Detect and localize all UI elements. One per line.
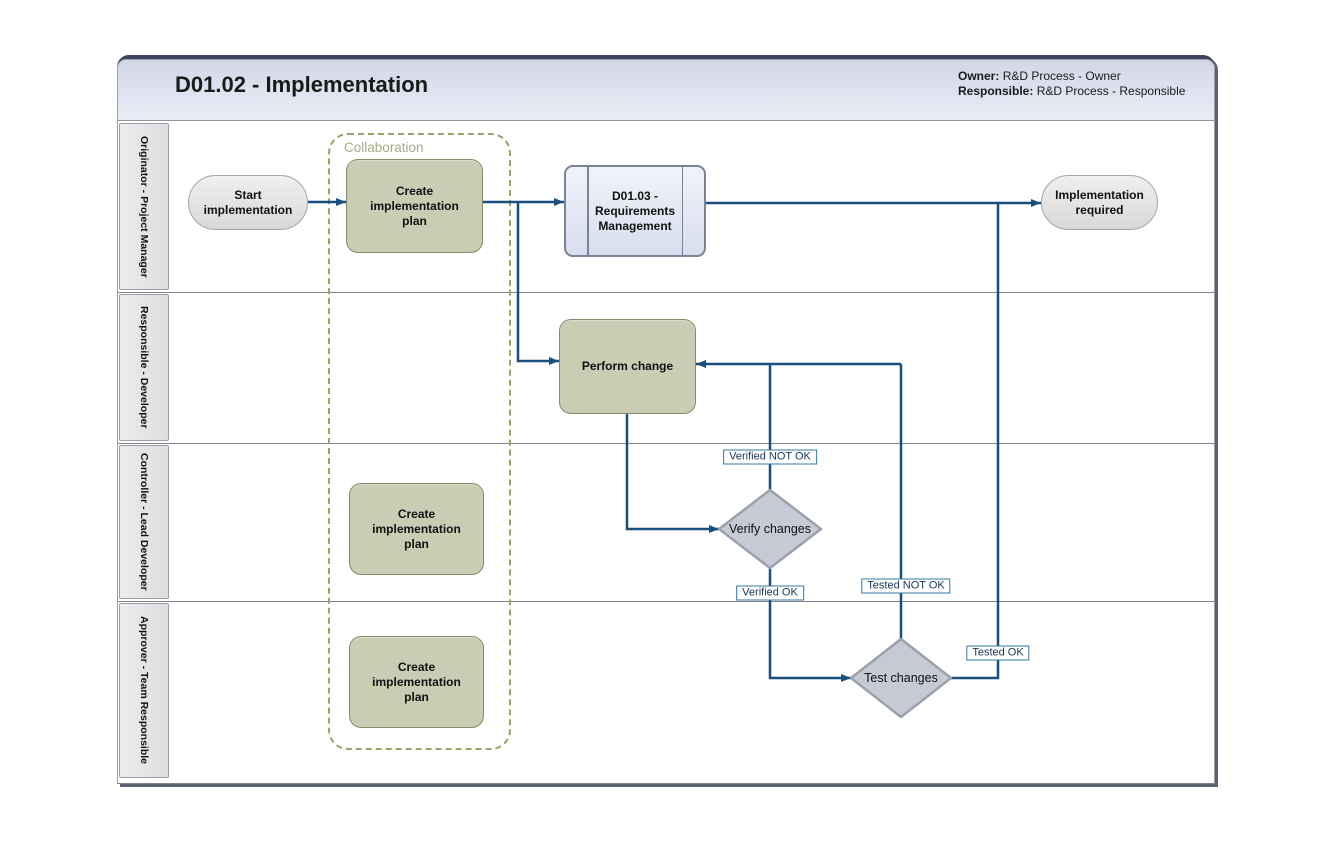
edge-label-verified-ok: Verified OK bbox=[736, 585, 804, 601]
diagram-card: D01.02 - Implementation Owner: R&D Proce… bbox=[117, 55, 1215, 784]
edge-label-tested-ok: Tested OK bbox=[966, 645, 1030, 661]
start-event-label: Start implementation bbox=[203, 187, 293, 217]
task-perform-change-label: Perform change bbox=[581, 359, 674, 373]
gateway-verify-changes[interactable] bbox=[717, 488, 823, 570]
flow-canvas: Collaboration bbox=[173, 121, 1214, 782]
lane-divider-3 bbox=[118, 601, 1214, 602]
subprocess-right-bar bbox=[681, 167, 683, 255]
edge-tested-ok bbox=[951, 203, 1000, 680]
edge-verified-ok-to-test bbox=[768, 568, 851, 682]
subprocess-requirements[interactable]: D01.03 - Requirements Management bbox=[564, 165, 706, 257]
owner-value: R&D Process - Owner bbox=[1002, 69, 1121, 83]
owner-info: Owner: R&D Process - Owner Responsible: … bbox=[958, 69, 1185, 99]
lane-label-responsible-text: Responsible - Developer bbox=[138, 306, 150, 429]
responsible-line: Responsible: R&D Process - Responsible bbox=[958, 84, 1185, 99]
lanes-body: Originator - Project Manager Responsible… bbox=[117, 121, 1215, 784]
owner-line: Owner: R&D Process - Owner bbox=[958, 69, 1185, 84]
page-title: D01.02 - Implementation bbox=[175, 72, 429, 97]
edge-create-plan-to-perform-change bbox=[516, 202, 559, 365]
end-event-implementation-required[interactable]: Implementation required bbox=[1041, 175, 1158, 230]
collaboration-group-label: Collaboration bbox=[344, 140, 424, 155]
lane-label-controller-text: Controller - Lead Developer bbox=[138, 453, 150, 591]
edge-label-tested-not-ok: Tested NOT OK bbox=[861, 578, 951, 594]
responsible-value: R&D Process - Responsible bbox=[1036, 84, 1186, 98]
task-create-plan-controller[interactable]: Create implementation plan bbox=[349, 483, 484, 575]
task-perform-change[interactable]: Perform change bbox=[559, 319, 696, 414]
edge-perform-change-to-verify bbox=[625, 414, 719, 533]
start-event[interactable]: Start implementation bbox=[188, 175, 308, 230]
lane-label-originator-text: Originator - Project Manager bbox=[138, 135, 150, 278]
task-create-plan-approver-label: Create implementation plan bbox=[372, 659, 461, 704]
lane-label-approver: Approver - Team Responsible bbox=[119, 603, 169, 778]
subprocess-requirements-label: D01.03 - Requirements Management bbox=[594, 188, 676, 233]
lane-divider-1 bbox=[118, 292, 1214, 293]
gateway-test-changes[interactable] bbox=[849, 637, 953, 719]
subprocess-left-bar bbox=[587, 167, 589, 255]
edge-label-verified-not-ok: Verified NOT OK bbox=[723, 449, 817, 465]
lane-label-controller: Controller - Lead Developer bbox=[119, 445, 169, 599]
responsible-label: Responsible: bbox=[958, 84, 1034, 98]
task-create-plan-pm-label: Create implementation plan bbox=[370, 183, 459, 228]
lane-label-originator: Originator - Project Manager bbox=[119, 123, 169, 290]
task-create-plan-controller-label: Create implementation plan bbox=[372, 506, 461, 551]
collaboration-group: Collaboration bbox=[328, 133, 511, 750]
diagram-header: D01.02 - Implementation Owner: R&D Proce… bbox=[117, 59, 1215, 121]
task-create-plan-approver[interactable]: Create implementation plan bbox=[349, 636, 484, 728]
owner-label: Owner: bbox=[958, 69, 1000, 83]
lane-label-approver-text: Approver - Team Responsible bbox=[138, 616, 150, 765]
task-create-plan-pm[interactable]: Create implementation plan bbox=[346, 159, 483, 253]
end-event-label: Implementation required bbox=[1055, 187, 1144, 217]
lane-label-responsible: Responsible - Developer bbox=[119, 294, 169, 441]
